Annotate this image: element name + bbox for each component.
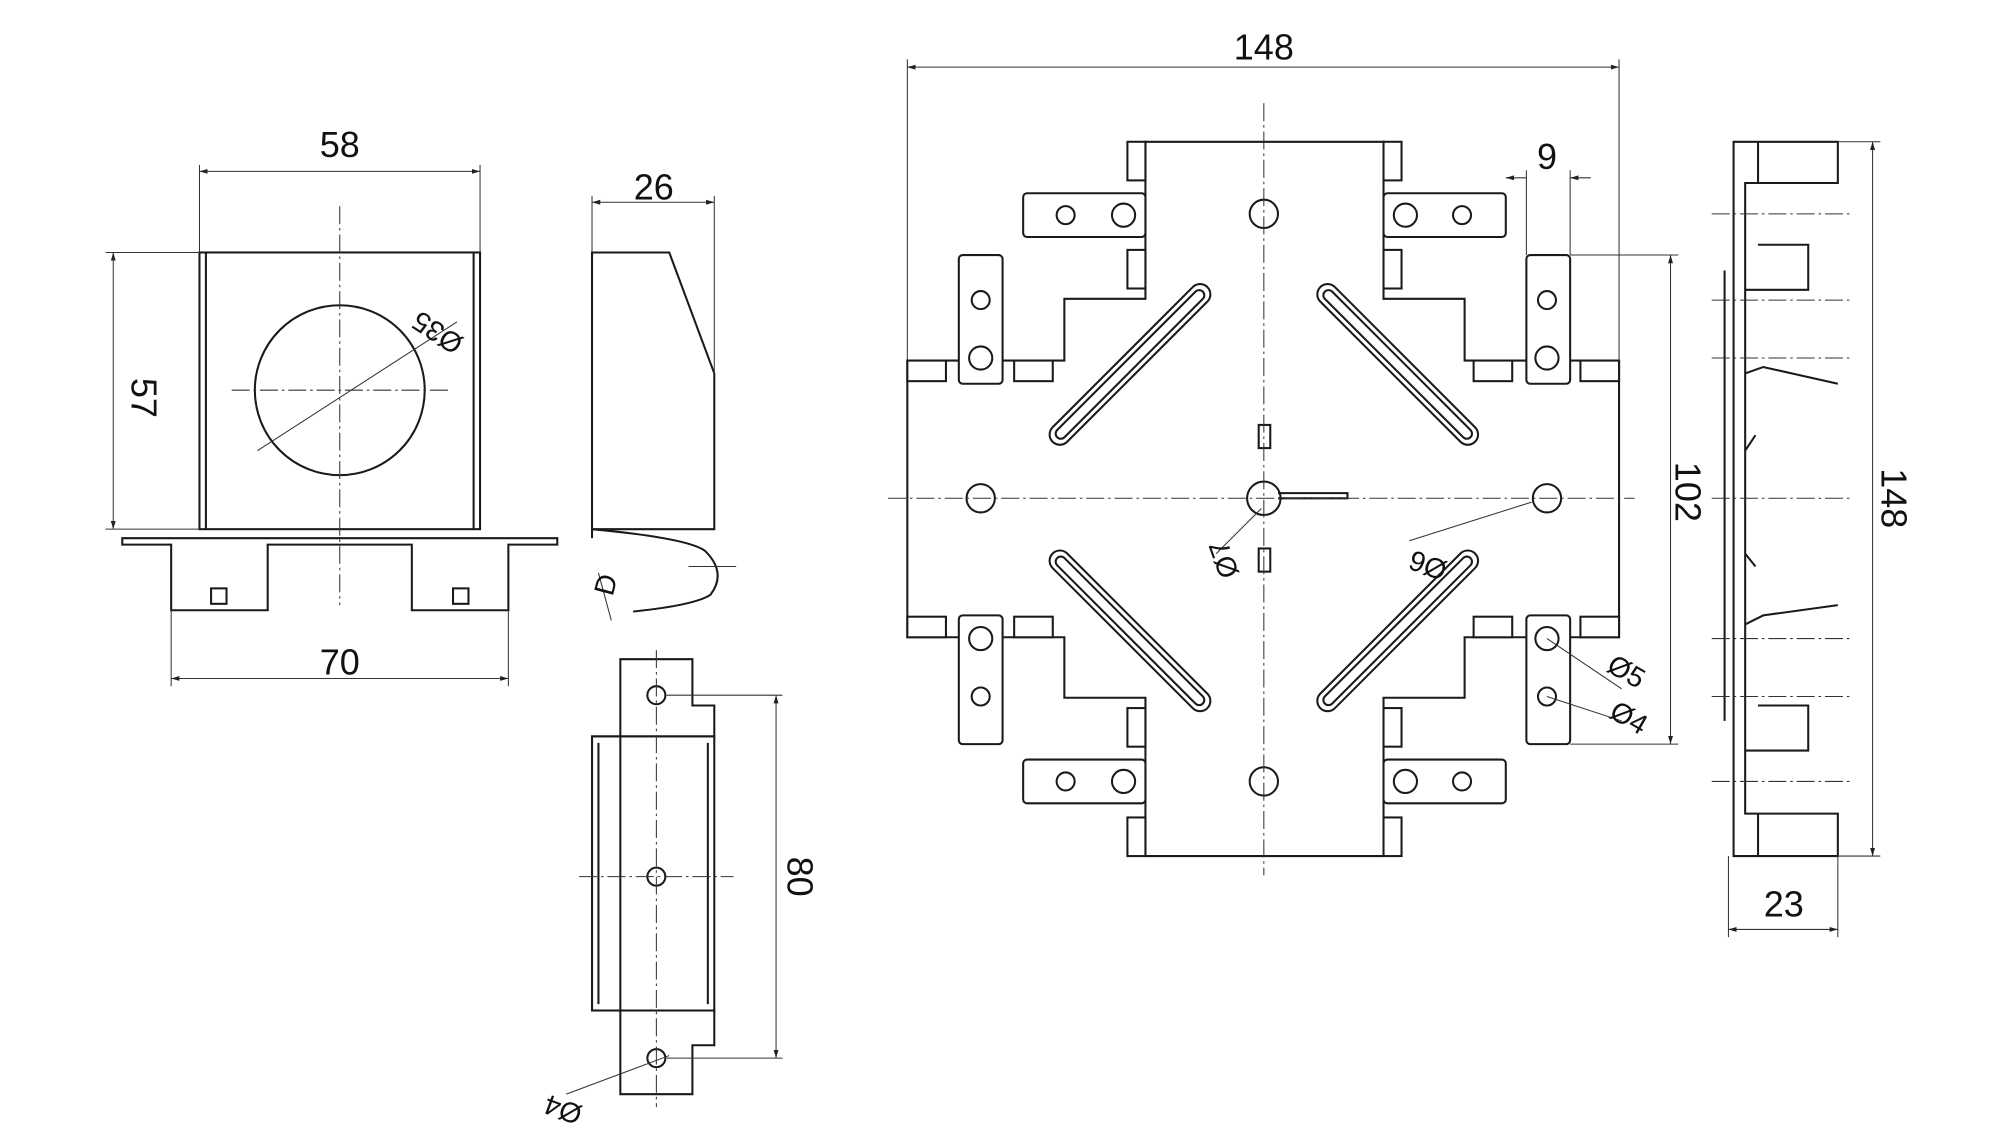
dim-height: 102 <box>1668 462 1709 522</box>
gap-label: D <box>587 570 623 598</box>
dim-depth: 23 <box>1764 884 1804 925</box>
dim-length: 80 <box>780 857 821 897</box>
dim-depth: 26 <box>634 167 674 208</box>
dim-width: 58 <box>320 124 360 165</box>
front-view: 58 57 70 Ø35 <box>105 124 559 687</box>
dim-overall-width: 148 <box>1234 26 1294 67</box>
plate-outline <box>906 140 1621 858</box>
dim-height: 148 <box>1874 468 1915 528</box>
dim-height: 57 <box>123 378 164 418</box>
side-view: 26 D <box>587 167 737 621</box>
plan-view: 148 9 102 Ø7 Ø6 Ø5 Ø4 <box>888 26 1709 876</box>
dim-base-width: 70 <box>320 642 360 683</box>
right-view: 148 23 <box>1711 140 1915 938</box>
dim-hole: Ø4 <box>540 1089 586 1132</box>
dim-tab-width: 9 <box>1537 136 1557 177</box>
base-plate <box>121 537 559 612</box>
diagonal-slots <box>1048 283 1480 713</box>
dim-tab-hole-large: Ø5 <box>1602 648 1651 695</box>
spring-hook <box>591 528 719 613</box>
mounting-tabs <box>906 140 1621 858</box>
dim-tab-hole-small: Ø4 <box>1605 694 1654 741</box>
bracket-view: 80 Ø4 <box>540 650 821 1131</box>
